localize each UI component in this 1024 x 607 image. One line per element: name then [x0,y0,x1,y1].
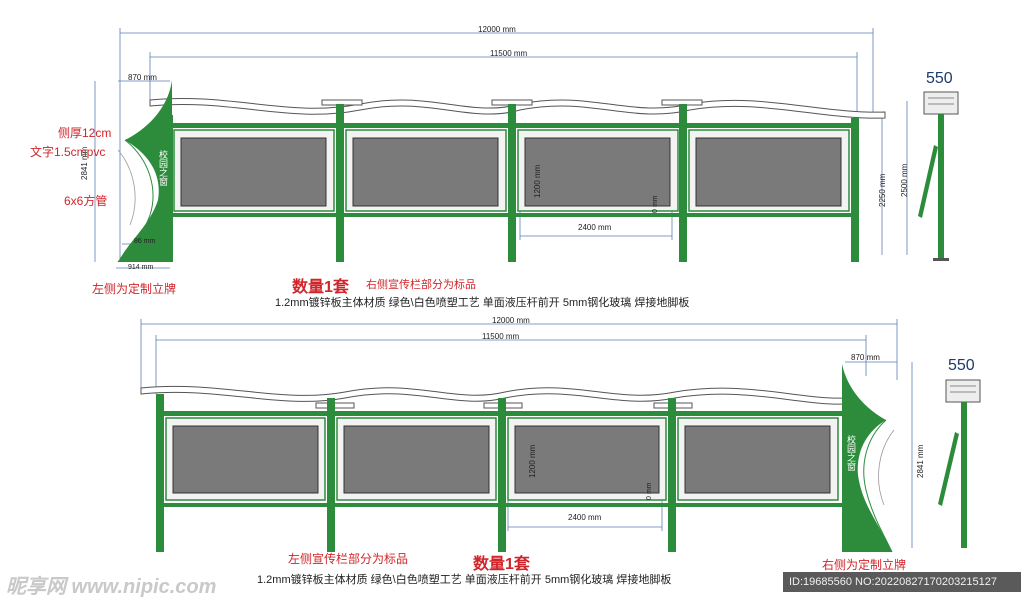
top-callout-tube: 6x6方管 [64,194,108,208]
top-left-sign [117,80,172,263]
top-dim-height-right-a: 2250 mm [878,173,887,207]
top-note-left: 左侧为定制立牌 [92,282,177,296]
bottom-posts [156,394,676,552]
top-quantity: 数量1套 [292,279,349,296]
top-callout-thickness: 侧厚12cm [58,126,112,140]
watermark-right: ID:19685560 NO:20220827170203215127 [783,572,1021,592]
bottom-dim-sign-width: 870 mm [851,353,880,362]
top-side-view [918,91,959,261]
bottom-dim-gap: 0 mm [646,482,653,501]
top-dim-panel-height: 1200 mm [533,164,542,198]
top-dim-base-b: 914 mm [128,264,154,271]
top-elevation [94,28,959,269]
bottom-note-left: 左侧宣传栏部分为标品 [288,552,409,566]
top-rails [170,123,855,217]
bottom-note-right: 右侧为定制立牌 [822,558,907,572]
bottom-sign-text: 校园之窗 [845,435,855,471]
top-quantity-note: 右侧宣传栏部分为标品 [366,279,476,291]
top-callout-text: 文字1.5cmpvc [30,145,106,159]
bottom-dim-panels: 11500 mm [482,332,520,341]
bottom-side-view [938,379,981,548]
bottom-dim-panel-width: 2400 mm [568,513,602,522]
top-dim-base-a: 86 mm [134,238,156,245]
bottom-rails [160,411,848,507]
bottom-dim-height-right: 2841 mm [916,444,925,478]
top-dim-sign-width: 870 mm [128,73,157,82]
bottom-right-sign [842,364,895,553]
bottom-spec: 1.2mm镀锌板主体材质 绿色\白色喷塑工艺 单面液压杆前开 5mm钢化玻璃 焊… [257,574,672,586]
top-side-width: 550 [926,70,953,87]
top-dim-total: 12000 mm [478,25,516,34]
bottom-dim-panel-height: 1200 mm [528,444,537,478]
bottom-canopy [140,385,846,409]
bottom-panels [165,417,839,501]
watermark-left: 昵享网 www.nipic.com [6,576,217,598]
bottom-quantity: 数量1套 [473,556,530,573]
top-dim-height-right-b: 2500 mm [900,163,909,197]
top-spec: 1.2mm镀锌板主体材质 绿色\白色喷塑工艺 单面液压杆前开 5mm钢化玻璃 焊… [275,297,690,309]
top-dim-panel-width: 2400 mm [578,223,612,232]
bottom-elevation [140,319,981,553]
top-panels [173,129,850,212]
top-dim-gap: 0 mm [652,195,659,214]
top-dim-panels: 11500 mm [490,49,528,58]
top-sign-text: 校园之窗 [157,150,167,186]
bottom-dimension-lines [140,319,913,548]
bottom-dim-total: 12000 mm [492,316,530,325]
bottom-side-width: 550 [948,357,975,374]
top-canopy [149,97,886,119]
